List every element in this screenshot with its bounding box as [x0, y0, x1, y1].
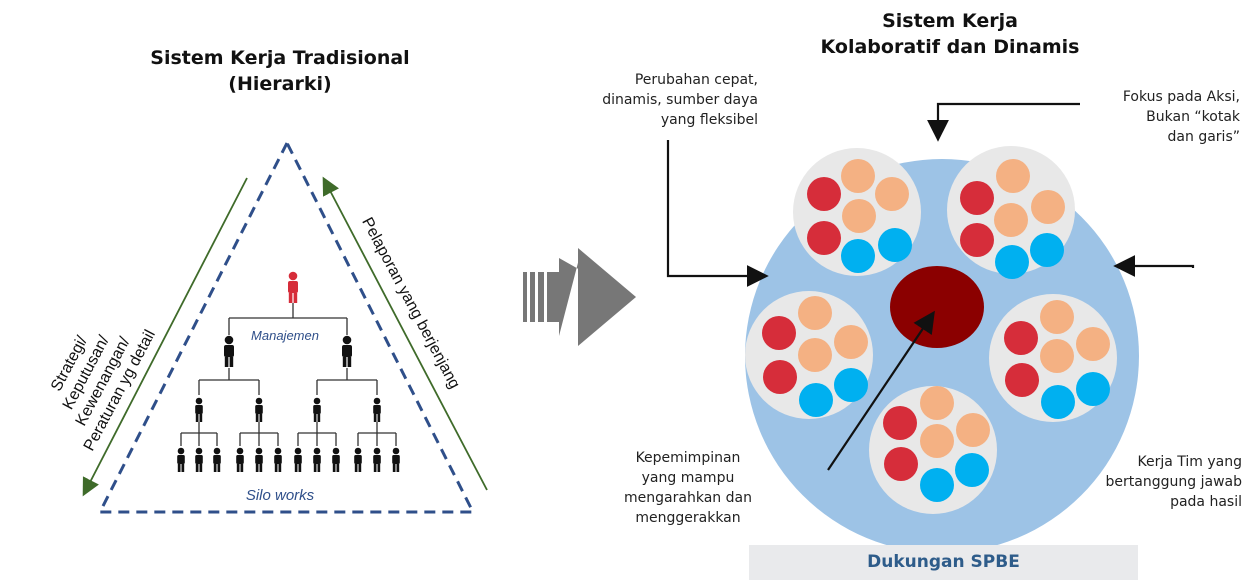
- left-side-label: Strategi/ Keputusan/ Kewenangan/ Peratur…: [48, 327, 159, 454]
- right-side-label-text: Pelaporan yang berjenjang: [358, 215, 463, 392]
- team-note-line2: bertanggung jawab: [1105, 474, 1242, 490]
- focus-note-line2: Bukan “kotak: [1146, 109, 1240, 125]
- top-down-arrow: [82, 177, 248, 497]
- supervisor-icon: [313, 397, 321, 422]
- silo-works-label: Silo works: [246, 487, 315, 504]
- spbe-support-label: Dukungan SPBE: [867, 552, 1020, 572]
- spbe-support-banner: Dukungan SPBE: [749, 545, 1138, 580]
- staff-icon: [274, 447, 282, 472]
- org-chart-lines: [180, 303, 397, 446]
- collaborative-title: Sistem Kerja Kolaboratif dan Dinamis: [780, 8, 1120, 60]
- focus-note: Fokus pada Aksi, Bukan “kotak dan garis”: [1090, 87, 1240, 147]
- leadership-note-line4: menggerakkan: [635, 510, 741, 526]
- management-label: Manajemen: [251, 328, 319, 343]
- leadership-note-line2: yang mampu: [641, 470, 735, 486]
- staff-icon: [177, 447, 185, 472]
- staff-icon: [255, 447, 263, 472]
- leadership-note-line1: Kepemimpinan: [635, 450, 741, 466]
- staff-icon: [195, 447, 203, 472]
- traditional-title-line2: (Hierarki): [228, 73, 332, 95]
- staff-icon: [332, 447, 340, 472]
- callout-lines: [666, 102, 1195, 471]
- team-note: Kerja Tim yang bertanggung jawab pada ha…: [1080, 452, 1242, 512]
- hierarchy-triangle: [97, 139, 476, 514]
- bottom-up-arrow: [322, 176, 488, 491]
- change-note-line2: dinamis, sumber daya: [602, 92, 758, 108]
- supervisor-icon: [373, 397, 381, 422]
- team-cluster: [793, 148, 921, 276]
- staff-icon: [373, 447, 381, 472]
- traditional-title-line1: Sistem Kerja Tradisional: [150, 47, 410, 69]
- change-note: Perubahan cepat, dinamis, sumber daya ya…: [540, 70, 758, 130]
- team-cluster: [947, 146, 1075, 279]
- staff-icon: [236, 447, 244, 472]
- org-chart-people: [177, 271, 400, 472]
- team-note-line1: Kerja Tim yang: [1137, 454, 1243, 470]
- team-cluster: [989, 294, 1117, 422]
- leadership-core: [890, 266, 984, 348]
- staff-icon: [294, 447, 302, 472]
- staff-icon: [392, 447, 400, 472]
- team-note-line3: pada hasil: [1170, 494, 1242, 510]
- staff-icon: [213, 447, 221, 472]
- staff-icon: [313, 447, 321, 472]
- leadership-note: Kepemimpinan yang mampu mengarahkan dan …: [603, 448, 773, 528]
- change-note-line1: Perubahan cepat,: [634, 72, 758, 88]
- team-cluster: [869, 386, 997, 514]
- manager-icon: [224, 335, 234, 367]
- change-note-line3: yang fleksibel: [660, 112, 758, 128]
- focus-note-line1: Fokus pada Aksi,: [1122, 89, 1240, 105]
- collaborative-title-line2: Kolaboratif dan Dinamis: [820, 36, 1080, 58]
- leadership-note-line3: mengarahkan dan: [624, 490, 752, 506]
- supervisor-icon: [255, 397, 263, 422]
- top-manager-icon: [288, 271, 298, 303]
- right-side-label: Pelaporan yang berjenjang: [358, 215, 463, 392]
- focus-note-line3: dan garis”: [1167, 129, 1240, 145]
- manager-icon: [342, 335, 352, 367]
- supervisor-icon: [195, 397, 203, 422]
- traditional-title: Sistem Kerja Tradisional (Hierarki): [120, 45, 440, 97]
- team-cluster: [745, 291, 873, 419]
- collaborative-title-line1: Sistem Kerja: [882, 10, 1018, 32]
- transition-arrow-icon: [523, 248, 636, 346]
- staff-icon: [354, 447, 362, 472]
